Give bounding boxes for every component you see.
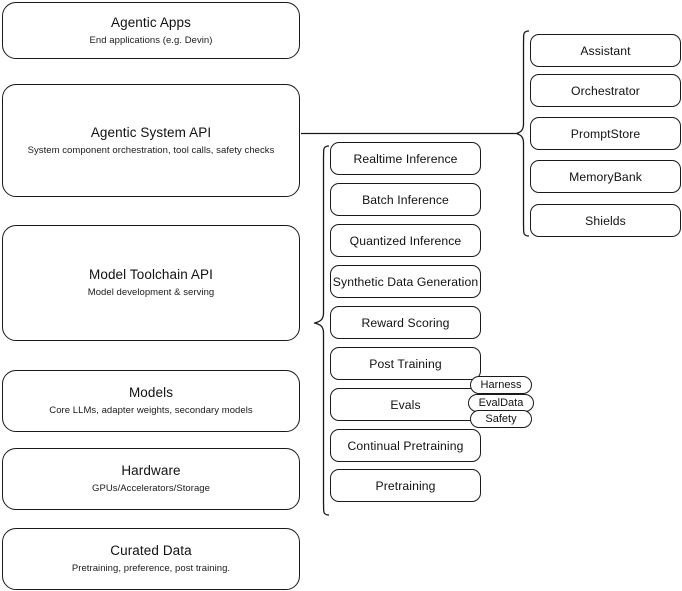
capability-continual-pretraining[interactable]: Continual Pretraining <box>330 429 481 462</box>
component-orchestrator[interactable]: Orchestrator <box>530 74 681 107</box>
brace-toolchain-capabilities <box>313 145 330 516</box>
component-memorybank[interactable]: MemoryBank <box>530 160 681 193</box>
component-assistant[interactable]: Assistant <box>530 34 681 67</box>
layer-title: Agentic System API <box>90 124 212 140</box>
eval-tag-safety[interactable]: Safety <box>470 410 532 428</box>
layer-subtitle: Model development & serving <box>87 287 215 298</box>
capability-quantized-inference[interactable]: Quantized Inference <box>330 224 481 257</box>
layer-subtitle: End applications (e.g. Devin) <box>89 34 213 46</box>
capability-evals[interactable]: Evals <box>330 388 481 421</box>
component-shields[interactable]: Shields <box>530 204 681 237</box>
layer-curated-data[interactable]: Curated Data Pretraining, preference, po… <box>2 528 300 590</box>
component-promptstore[interactable]: PromptStore <box>530 117 681 150</box>
layer-model-toolchain-api[interactable]: Model Toolchain API Model development & … <box>2 225 300 341</box>
capability-reward-scoring[interactable]: Reward Scoring <box>330 306 481 339</box>
eval-tag-harness[interactable]: Harness <box>470 376 532 394</box>
layer-subtitle: Pretraining, preference, post training. <box>71 563 231 574</box>
capability-synthetic-data-generation[interactable]: Synthetic Data Generation <box>330 265 481 298</box>
layer-subtitle: Core LLMs, adapter weights, secondary mo… <box>49 405 253 416</box>
capability-batch-inference[interactable]: Batch Inference <box>330 183 481 216</box>
layer-title: Agentic Apps <box>110 14 191 30</box>
layer-hardware[interactable]: Hardware GPUs/Accelerators/Storage <box>2 448 300 510</box>
brace-system-components <box>515 30 530 237</box>
layer-models[interactable]: Models Core LLMs, adapter weights, secon… <box>2 370 300 432</box>
layer-subtitle: System component orchestration, tool cal… <box>27 144 275 156</box>
layer-agentic-apps[interactable]: Agentic Apps End applications (e.g. Devi… <box>2 2 300 59</box>
layer-title: Hardware <box>121 463 181 478</box>
layer-title: Model Toolchain API <box>89 267 213 282</box>
capability-pretraining[interactable]: Pretraining <box>330 469 481 502</box>
layer-title: Curated Data <box>110 543 192 558</box>
capability-realtime-inference[interactable]: Realtime Inference <box>330 142 481 175</box>
layer-agentic-system-api[interactable]: Agentic System API System component orch… <box>2 84 300 197</box>
layer-subtitle: GPUs/Accelerators/Storage <box>92 483 210 494</box>
capability-post-training[interactable]: Post Training <box>330 347 481 380</box>
layer-title: Models <box>128 385 174 400</box>
